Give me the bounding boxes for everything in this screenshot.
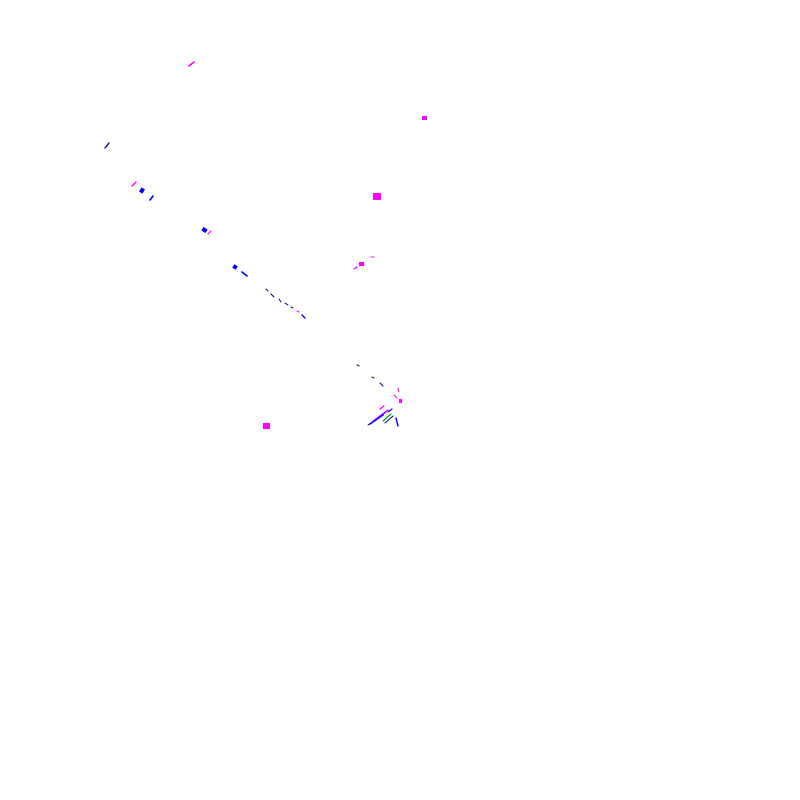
- speck-mark: [201, 226, 208, 234]
- speck-mark: [290, 306, 294, 309]
- speck-mark: [139, 187, 145, 194]
- speck-mark: [188, 61, 195, 67]
- speck-mark: [149, 195, 154, 201]
- speck-mark: [367, 422, 372, 426]
- speck-mark: [395, 417, 399, 427]
- speck-mark: [296, 310, 300, 313]
- speck-mark: [284, 302, 289, 306]
- speck-mark: [232, 264, 238, 270]
- speck-mark: [301, 314, 306, 319]
- speck-mark: [399, 399, 402, 403]
- speck-mark: [372, 411, 387, 422]
- speck-mark: [393, 394, 398, 399]
- speck-mark: [379, 382, 384, 387]
- speck-mark: [384, 415, 394, 424]
- speck-mark: [379, 405, 385, 410]
- speck-mark: [359, 262, 364, 266]
- speck-mark: [369, 414, 384, 425]
- speck-mark: [397, 387, 400, 393]
- speck-mark: [422, 116, 427, 120]
- speck-mark: [270, 293, 275, 298]
- speck-mark: [265, 288, 269, 292]
- speck-mark: [353, 266, 358, 270]
- speck-mark: [104, 142, 110, 149]
- speck-mark: [382, 413, 392, 422]
- speck-mark: [371, 376, 375, 379]
- speck-mark: [356, 364, 360, 367]
- speck-mark: [387, 408, 393, 413]
- speck-mark: [263, 423, 270, 429]
- speck-mark: [131, 181, 137, 187]
- speck-mark: [241, 271, 248, 277]
- speck-mark: [278, 298, 282, 303]
- speck-mark: [373, 193, 381, 200]
- speck-mark: [207, 230, 212, 235]
